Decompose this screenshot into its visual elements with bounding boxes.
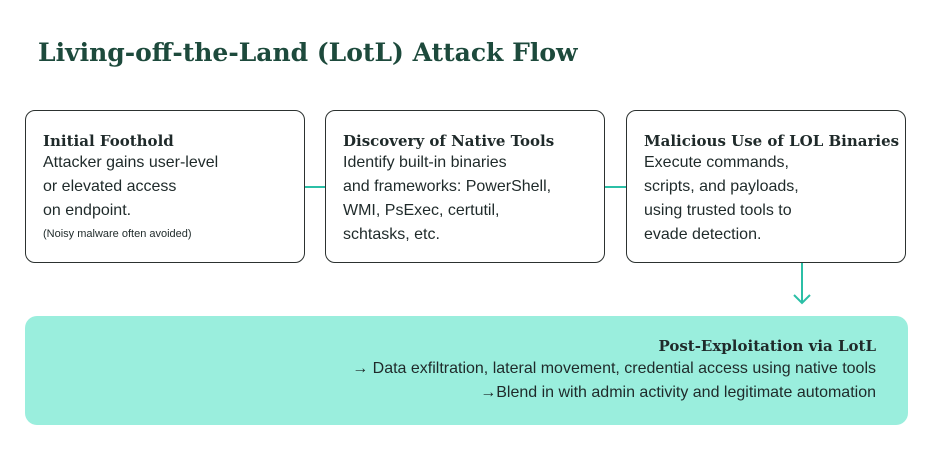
step-body-line: Execute commands, [644, 154, 789, 171]
step-box-initial-foothold: Initial Foothold Attacker gains user-lev… [25, 110, 305, 263]
step-title: Discovery of Native Tools [343, 132, 555, 150]
result-line: →Blend in with admin activity and legiti… [480, 384, 876, 401]
result-panel-post-exploitation: Post-Exploitation via LotL → Data exfilt… [25, 316, 908, 425]
connector-line [605, 186, 626, 188]
step-body-line: schtasks, etc. [343, 226, 440, 243]
step-body: Execute commands, scripts, and payloads,… [644, 151, 891, 247]
step-body-line: WMI, PsExec, certutil, [343, 202, 500, 219]
arrow-down-icon [793, 263, 811, 305]
diagram-title: Living-off-the-Land (LotL) Attack Flow [38, 38, 578, 67]
step-body-line: evade detection. [644, 226, 762, 243]
step-body-line: scripts, and payloads, [644, 178, 799, 195]
step-title: Malicious Use of LOL Binaries [644, 132, 900, 150]
step-box-malicious-use: Malicious Use of LOL Binaries Execute co… [626, 110, 906, 263]
step-body-line: Identify built-in binaries [343, 154, 507, 171]
step-note: (Noisy malware often avoided) [43, 228, 192, 240]
step-body-line: using trusted tools to [644, 202, 792, 219]
step-body-line: and frameworks: PowerShell, [343, 178, 552, 195]
step-body: Identify built-in binaries and framework… [343, 151, 590, 247]
step-body: Attacker gains user-level or elevated ac… [43, 151, 290, 223]
result-title: Post-Exploitation via LotL [658, 337, 876, 355]
step-title: Initial Foothold [43, 132, 174, 150]
result-line: → Data exfiltration, lateral movement, c… [352, 360, 876, 377]
step-box-discovery: Discovery of Native Tools Identify built… [325, 110, 605, 263]
step-body-line: on endpoint. [43, 202, 132, 219]
step-body-line: Attacker gains user-level [43, 154, 219, 171]
connector-line [305, 186, 325, 188]
step-body-line: or elevated access [43, 178, 177, 195]
